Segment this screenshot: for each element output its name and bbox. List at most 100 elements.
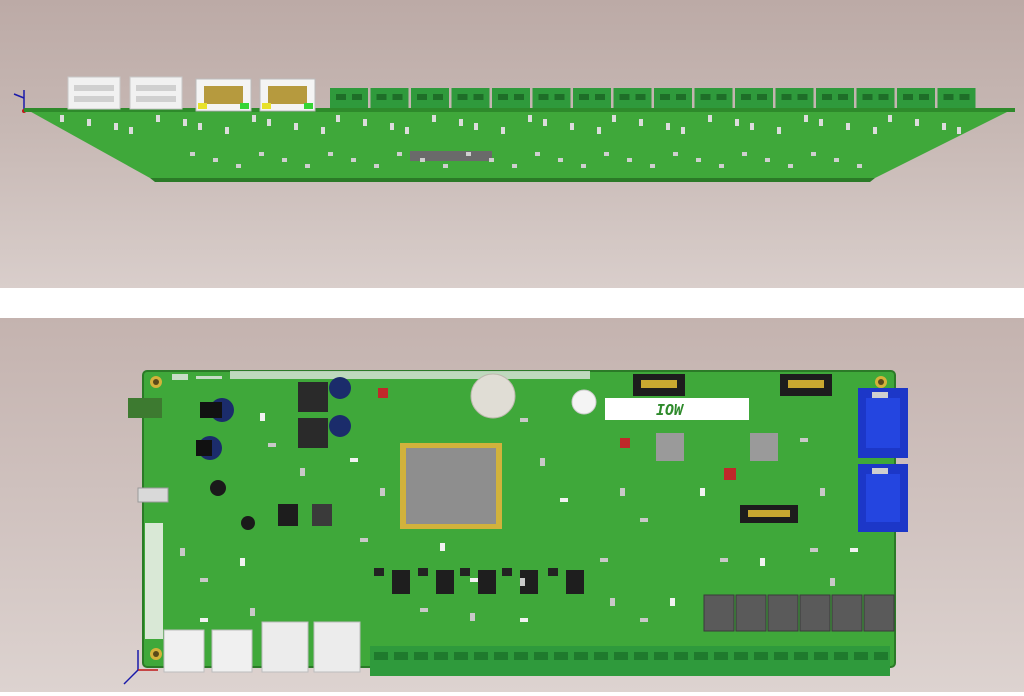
side-component — [627, 158, 632, 162]
terminal-screw — [822, 94, 832, 100]
smd-part — [560, 498, 568, 502]
terminal-block — [897, 88, 935, 108]
side-component — [834, 158, 839, 162]
terminal-block — [330, 88, 368, 108]
smd-part — [640, 518, 648, 522]
terminal-screw — [854, 652, 868, 660]
main-processor — [400, 443, 502, 529]
terminal-screw — [392, 94, 403, 100]
terminal-screw — [676, 94, 686, 100]
side-component — [765, 158, 770, 162]
side-component — [259, 152, 264, 156]
smd-part — [200, 618, 208, 622]
inductor-2 — [298, 418, 328, 448]
terminal-screw — [734, 652, 748, 660]
terminal-screw — [619, 94, 630, 100]
side-component — [321, 127, 325, 134]
smd-part — [820, 488, 825, 496]
side-component — [819, 119, 823, 126]
terminal-screw — [352, 94, 362, 100]
relay — [863, 594, 895, 632]
diode — [502, 568, 512, 576]
side-component — [581, 164, 586, 168]
side-component — [742, 152, 747, 156]
terminal-screw — [654, 652, 668, 660]
vga-port-2 — [858, 464, 908, 532]
smd-part — [260, 413, 265, 421]
smd-part — [268, 443, 276, 447]
side-component — [915, 119, 919, 126]
chip-b — [750, 433, 778, 461]
smd-components — [180, 413, 858, 622]
terminal-screw — [579, 94, 589, 100]
side-component — [87, 119, 91, 126]
ethernet-port-2 — [259, 78, 316, 112]
terminal-screw — [959, 94, 970, 100]
terminal-screw — [594, 652, 608, 660]
smd-part — [620, 488, 625, 496]
side-component — [489, 158, 494, 162]
side-component — [183, 119, 187, 126]
side-component — [543, 119, 547, 126]
side-component — [190, 152, 195, 156]
smd-part — [470, 578, 478, 582]
terminal-block — [411, 88, 449, 108]
regulator-1 — [278, 504, 298, 526]
pcb-side-front-edge — [150, 178, 875, 182]
box-header-2 — [780, 374, 832, 396]
side-components — [60, 115, 961, 168]
terminal-screw — [700, 94, 711, 100]
bottom-terminal-strip — [370, 646, 890, 676]
smd-part — [520, 618, 528, 622]
relay — [735, 594, 767, 632]
side-component — [443, 164, 448, 168]
side-component — [432, 115, 436, 122]
smd-part — [520, 578, 525, 586]
regulator-2 — [312, 504, 332, 526]
terminal-block — [856, 88, 895, 108]
relay — [799, 594, 831, 632]
terminal-screw — [538, 94, 549, 100]
terminal-screw — [374, 652, 388, 660]
terminal-screw — [434, 652, 448, 660]
side-component — [873, 127, 877, 134]
terminal-screw — [514, 652, 528, 660]
side-component — [374, 164, 379, 168]
side-component — [225, 127, 229, 134]
side-elevation-view — [0, 0, 1024, 288]
smd-part — [350, 458, 358, 462]
silkscreen-strip — [230, 371, 590, 379]
terminal-screw — [741, 94, 751, 100]
terminal-screw — [457, 94, 468, 100]
mosfet — [520, 570, 538, 594]
terminal-screw — [554, 94, 565, 100]
terminal-screw — [414, 652, 428, 660]
led-c — [378, 388, 388, 398]
smd-part — [810, 548, 818, 552]
side-component — [942, 123, 946, 130]
side-component — [501, 127, 505, 134]
terminal-screw — [498, 94, 508, 100]
axis-triad-icon — [123, 650, 158, 685]
side-component — [282, 158, 287, 162]
smd-part — [760, 558, 765, 566]
smd-part — [600, 558, 608, 562]
usb-port-1 — [67, 76, 121, 110]
side-component — [420, 158, 425, 162]
side-component — [750, 123, 754, 130]
smd-part — [720, 558, 728, 562]
diode — [418, 568, 428, 576]
terminal-block — [370, 88, 409, 108]
mosfet-row — [374, 568, 584, 594]
terminal-screw — [714, 652, 728, 660]
ethernet-port-top-2 — [313, 621, 361, 673]
ethernet-port-top-1 — [261, 621, 309, 673]
power-jack — [128, 398, 162, 418]
side-component — [528, 115, 532, 122]
terminal-screw — [454, 652, 468, 660]
side-elevation-canvas — [13, 76, 1015, 182]
mosfet — [566, 570, 584, 594]
side-component — [804, 115, 808, 122]
usb-port-2 — [129, 76, 183, 110]
side-component — [612, 115, 616, 122]
